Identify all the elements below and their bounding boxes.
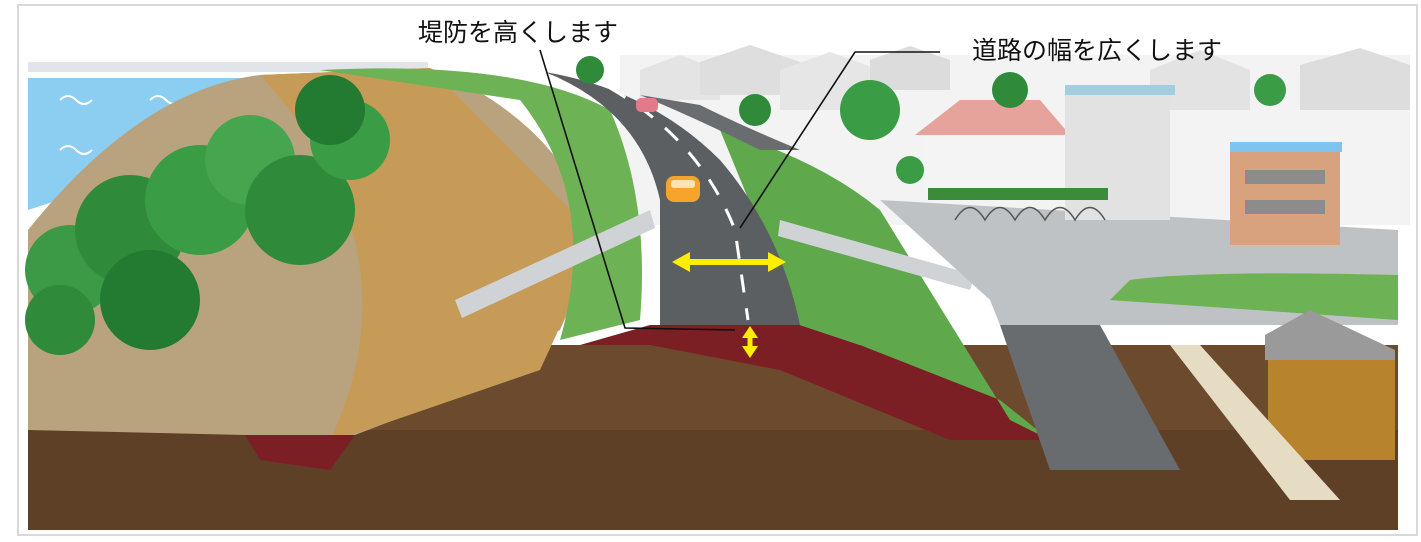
greenhouse xyxy=(954,206,1106,222)
levee-height-arrow xyxy=(742,326,758,358)
fence-right xyxy=(778,220,975,290)
house-storehouse xyxy=(1265,310,1395,460)
levee-raise-label: 堤防を高くします xyxy=(418,18,619,47)
town-lawn xyxy=(1110,273,1398,320)
levee-leader-line xyxy=(539,49,736,331)
levee-grass-left xyxy=(320,68,642,340)
town-trees xyxy=(576,56,1286,184)
road-width-arrow xyxy=(672,252,786,272)
building-brown xyxy=(1230,142,1342,245)
levee-grass-right xyxy=(720,130,1050,440)
fence-left xyxy=(455,210,655,318)
forest xyxy=(25,75,390,355)
embankment-fill xyxy=(580,325,1050,440)
canal xyxy=(1170,345,1340,500)
side-road xyxy=(1000,325,1180,470)
deep-soil xyxy=(28,430,1398,530)
hedge xyxy=(928,188,1108,200)
car-red xyxy=(636,98,658,112)
road-widen-label: 道路の幅を広くします xyxy=(972,36,1223,65)
house-pink xyxy=(915,100,1070,190)
road-leader-line xyxy=(739,51,940,229)
car-orange xyxy=(666,176,700,202)
embankment-fill-left xyxy=(245,435,355,470)
